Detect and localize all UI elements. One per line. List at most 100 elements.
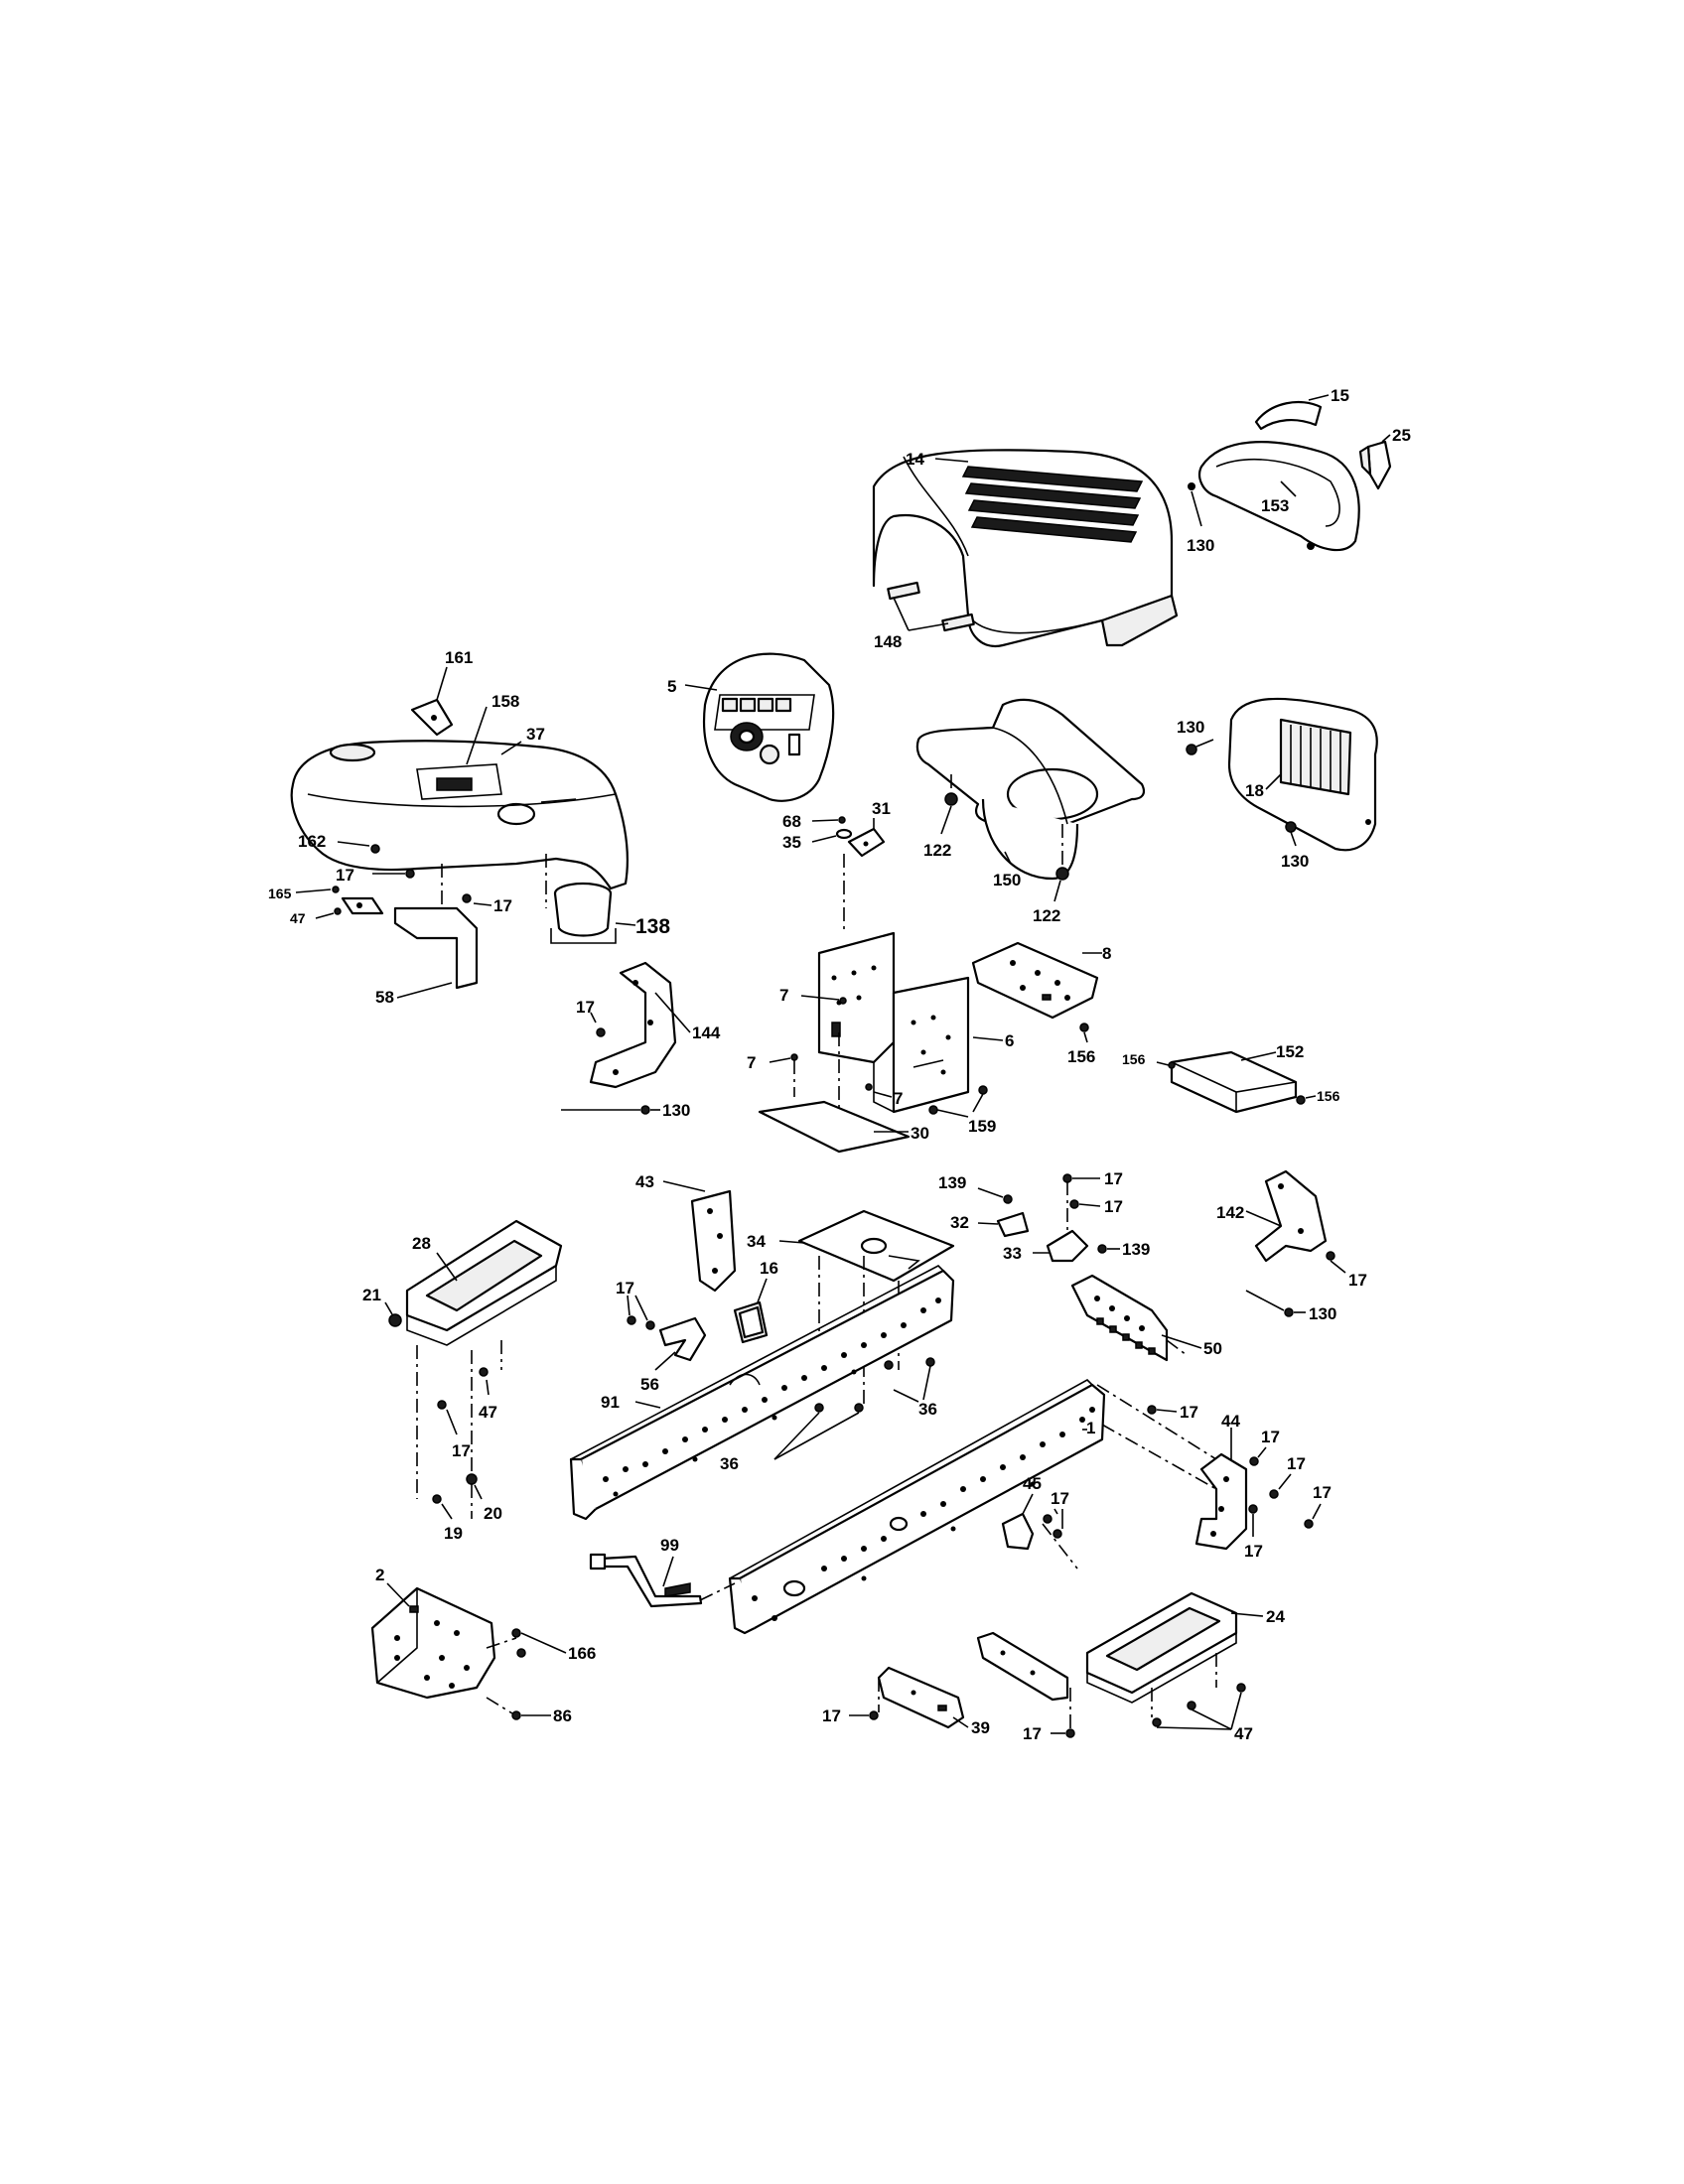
callout-139-a: 139: [938, 1173, 966, 1192]
bracket-2-part: [370, 1586, 496, 1700]
callout-17-44-c: 17: [1313, 1483, 1332, 1502]
footrest-right-part: [1085, 1591, 1238, 1704]
callout-17-pedal: 17: [576, 998, 595, 1017]
callout-166: 166: [568, 1644, 596, 1663]
callout-28: 28: [412, 1234, 431, 1253]
callout-158: 158: [491, 692, 519, 711]
callout-36-b: 36: [720, 1454, 739, 1473]
callout-45: 45: [1023, 1474, 1042, 1493]
rear-grille-part: [1227, 697, 1378, 852]
tank-cover-part: [915, 698, 1146, 881]
callout-17-142: 17: [1348, 1271, 1367, 1290]
callout-156-c: 156: [1317, 1088, 1340, 1104]
callout-17-fender-a: 17: [336, 866, 354, 885]
bracket-44-part: [1194, 1452, 1248, 1551]
callout-17-top-a: 17: [1104, 1169, 1123, 1188]
plate-34-part: [797, 1209, 955, 1283]
callout-7-c: 7: [894, 1089, 903, 1108]
callout-17-rail: 17: [1180, 1403, 1198, 1422]
callout-17-footrest: 17: [452, 1441, 471, 1460]
callout-7-a: 7: [779, 986, 788, 1005]
callout-24: 24: [1266, 1607, 1285, 1626]
bracket-39-part: [877, 1631, 1069, 1729]
callout-17-44-a: 17: [1261, 1428, 1280, 1446]
callout-8: 8: [1102, 944, 1111, 963]
callout-50: 50: [1203, 1339, 1222, 1358]
callout-17-44-d: 17: [1244, 1542, 1263, 1561]
frame-rail-left-part: [569, 1265, 955, 1521]
callout-122-b: 122: [1033, 906, 1060, 925]
callout-33: 33: [1003, 1244, 1022, 1263]
callout-153: 153: [1261, 496, 1289, 515]
callout-37: 37: [526, 725, 545, 744]
callout-130-pedal: 130: [662, 1101, 690, 1120]
bracket-43-part: [690, 1189, 737, 1293]
callout-47-footrest-right: 47: [1234, 1724, 1253, 1743]
hood-vents: [961, 466, 1144, 543]
grille-part: [1188, 441, 1360, 552]
callout-86: 86: [553, 1706, 572, 1725]
callout-19: 19: [444, 1524, 463, 1543]
footrest-left-part: [405, 1219, 563, 1346]
bracket-161-part: [410, 698, 454, 737]
callout-142: 142: [1216, 1203, 1244, 1222]
callout-156-a: 156: [1067, 1047, 1095, 1066]
plate-8-part: [971, 941, 1099, 1020]
callout-17-fender-b: 17: [493, 896, 512, 915]
callout-47-fender: 47: [290, 910, 306, 926]
callout-6: 6: [1005, 1031, 1014, 1050]
bracket-31-part: [847, 827, 886, 858]
dash-support-part: [817, 931, 970, 1114]
plate-50-part: [1070, 1274, 1169, 1362]
callout-30: 30: [911, 1124, 929, 1143]
dash-panel-part: [702, 652, 835, 802]
callout-43: 43: [635, 1172, 654, 1191]
bracket-45-part: [1001, 1512, 1035, 1551]
bracket-33-part: [1046, 1229, 1089, 1263]
callout-91: 91: [601, 1393, 620, 1412]
callout-161: 161: [445, 648, 473, 667]
callout-152: 152: [1276, 1042, 1304, 1061]
callout-2: 2: [375, 1566, 384, 1584]
bracket-58-part: [341, 896, 479, 990]
callout-7-b: 7: [747, 1053, 756, 1072]
callout-20: 20: [484, 1504, 502, 1523]
callout-35: 35: [782, 833, 801, 852]
rear-grille-slots: [1290, 725, 1341, 792]
callout-17-top-b: 17: [1104, 1197, 1123, 1216]
callout-130-rear-b: 130: [1281, 852, 1309, 871]
callout-58: 58: [375, 988, 394, 1007]
callout-17-39-b: 17: [1023, 1724, 1042, 1743]
callout-31: 31: [872, 799, 891, 818]
callout-34: 34: [747, 1232, 766, 1251]
emblem-part: [1254, 400, 1323, 431]
callout-25: 25: [1392, 426, 1411, 445]
bracket-56-part: [658, 1316, 707, 1362]
callout-21: 21: [362, 1286, 381, 1304]
callout-165: 165: [268, 886, 292, 901]
callout-68: 68: [782, 812, 801, 831]
hood-part: [872, 449, 1179, 648]
callout-32: 32: [950, 1213, 969, 1232]
callout-18: 18: [1245, 781, 1264, 800]
callout-148: 148: [874, 632, 902, 651]
bracket-142-part: [1254, 1169, 1328, 1263]
callout-130-142: 130: [1309, 1304, 1336, 1323]
callout-1: 1: [1086, 1419, 1095, 1437]
callout-17-56: 17: [616, 1279, 634, 1297]
callout-150: 150: [993, 871, 1021, 889]
plate-30-part: [758, 1100, 911, 1154]
callout-16: 16: [760, 1259, 778, 1278]
callout-36-a: 36: [918, 1400, 937, 1419]
callout-139-b: 139: [1122, 1240, 1150, 1259]
callout-138: 138: [635, 915, 670, 938]
callout-17-44-b: 17: [1287, 1454, 1306, 1473]
frame-rail-right-part: [728, 1379, 1106, 1635]
callout-47-footrest: 47: [479, 1403, 497, 1422]
callout-14: 14: [906, 450, 924, 469]
callout-15: 15: [1331, 386, 1349, 405]
callout-17-39-a: 17: [822, 1706, 841, 1725]
callout-5: 5: [667, 677, 676, 696]
